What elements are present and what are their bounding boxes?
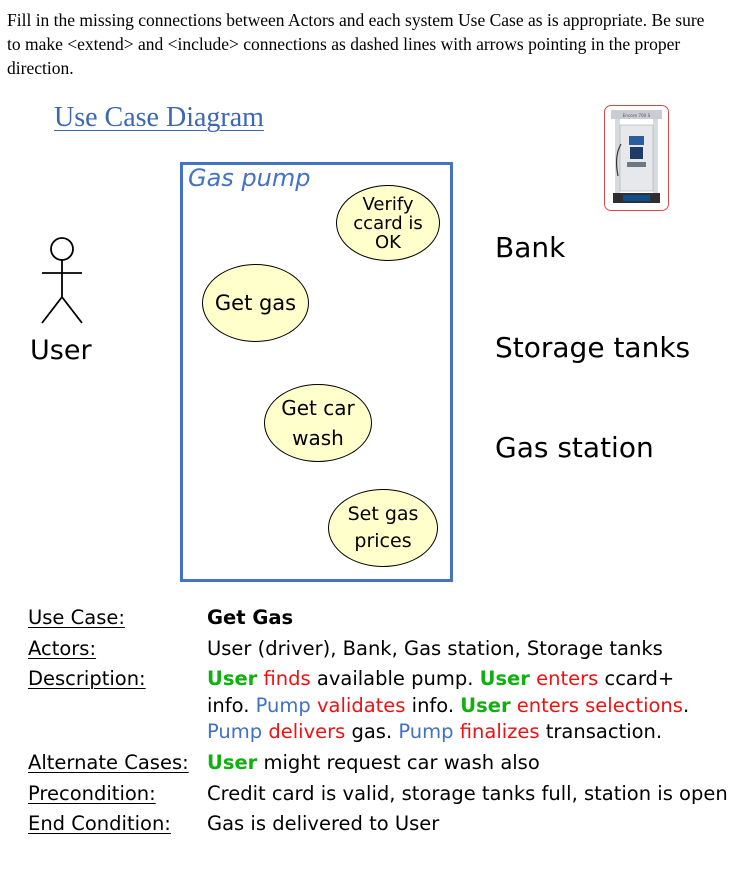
actors-value: User (driver), Bank, Gas station, Storag…	[207, 637, 663, 660]
description-segment: User	[460, 693, 511, 717]
description-segment: transaction.	[539, 720, 663, 743]
description-text: User finds available pump. User enters c…	[207, 666, 707, 746]
actor-bank[interactable]: Bank	[495, 231, 566, 264]
description-segment: User	[479, 667, 530, 690]
use-case-get-gas[interactable]: Get gas	[202, 264, 309, 342]
user-actor-stick-figure-icon[interactable]	[38, 235, 88, 327]
actor-user-label: User	[30, 335, 92, 366]
end-condition-value: Gas is delivered to User	[207, 812, 440, 835]
description-segment: info.	[405, 693, 461, 717]
alternate-rest: might request car wash also	[257, 751, 540, 774]
end-condition-label: End Condition:	[28, 812, 171, 835]
precondition-value: Credit card is valid, storage tanks full…	[207, 782, 728, 805]
precondition-label: Precondition:	[28, 782, 156, 805]
alternate-cases-label: Alternate Cases:	[28, 751, 189, 774]
description-segment: finds	[257, 667, 311, 690]
description-segment: Pump	[207, 720, 263, 743]
description-segment: delivers	[262, 720, 346, 743]
description-segment: available pump.	[310, 667, 480, 690]
use-case-get-car-wash[interactable]: Get car wash	[264, 384, 372, 462]
description-segment: .	[682, 693, 690, 717]
description-segment: validates	[310, 693, 406, 717]
gas-pump-icon: Encore 700 S	[611, 110, 662, 203]
use-case-label: Use Case:	[28, 606, 125, 629]
description-segment: gas.	[345, 720, 399, 743]
actor-storage-tanks[interactable]: Storage tanks	[495, 331, 691, 364]
description-segment: Pump	[398, 720, 454, 743]
alternate-actor: User	[207, 751, 258, 774]
actors-label: Actors:	[28, 637, 97, 660]
actor-gas-station[interactable]: Gas station	[495, 431, 654, 464]
use-case-set-gas-prices[interactable]: Set gas prices	[328, 489, 438, 567]
system-label: Gas pump	[188, 164, 311, 192]
diagram-title: Use Case Diagram	[54, 102, 264, 133]
description-segment: enters selections	[510, 693, 683, 717]
alternate-cases-value: User might request car wash also	[207, 751, 540, 774]
description-segment: User	[207, 667, 258, 690]
description-segment: enters	[529, 667, 599, 690]
use-case-value: Get Gas	[207, 606, 294, 629]
description-segment: ccard+ info.	[207, 667, 675, 717]
description-label: Description:	[28, 667, 146, 690]
description-segment: Pump	[255, 693, 311, 717]
use-case-verify-ccard[interactable]: Verify ccard is OK	[336, 185, 440, 261]
instructions-text: Fill in the missing connections between …	[7, 10, 705, 78]
description-segment: finalizes	[453, 720, 540, 743]
gas-pump-image: Encore 700 S	[604, 105, 669, 211]
system-boundary	[180, 162, 453, 582]
pump-brand-text: Encore 700 S	[623, 113, 651, 118]
